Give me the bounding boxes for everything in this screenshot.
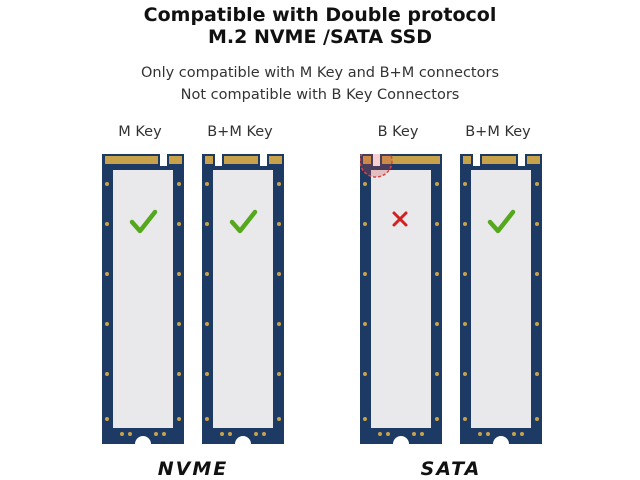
subtitle-line-2: Not compatible with B Key Connectors bbox=[180, 87, 460, 103]
ssd-component-dots bbox=[105, 182, 181, 436]
ssd-mount-notch bbox=[135, 436, 151, 444]
ssd-gold-contacts bbox=[105, 156, 182, 164]
bm-key-label-nvme: B+M Key bbox=[207, 124, 273, 140]
ssd-bm-key-sata bbox=[460, 154, 542, 444]
ssd-component-dots bbox=[205, 182, 281, 436]
ssd-bm-key-nvme bbox=[202, 154, 284, 444]
ssd-label-sticker bbox=[471, 170, 531, 428]
ssd-mount-notch bbox=[393, 436, 409, 444]
ssd-label-sticker bbox=[371, 170, 431, 428]
ssd-gold-contacts bbox=[463, 156, 540, 164]
protocol-label-nvme: NVME bbox=[157, 458, 229, 480]
ssd-m-key bbox=[102, 154, 184, 444]
ssd-mount-notch bbox=[493, 436, 509, 444]
ssd-label-sticker bbox=[213, 170, 273, 428]
ssd-mount-notch bbox=[235, 436, 251, 444]
title-line-1: Compatible with Double protocol bbox=[143, 4, 497, 26]
title-line-2: M.2 NVME /SATA SSD bbox=[207, 26, 432, 48]
ssd-component-dots bbox=[363, 182, 439, 436]
ssd-label-sticker bbox=[113, 170, 173, 428]
check-mark-icon bbox=[487, 209, 516, 234]
check-mark-icon bbox=[229, 209, 258, 234]
protocol-label-sata: SATA bbox=[420, 458, 482, 480]
ssd-component-dots bbox=[463, 182, 539, 436]
b-key-notch-highlight-circle bbox=[360, 154, 393, 178]
ssd-gold-contacts bbox=[205, 156, 282, 164]
bm-key-label-sata: B+M Key bbox=[465, 124, 531, 140]
check-mark-icon bbox=[129, 209, 158, 234]
ssd-gold-contacts bbox=[363, 156, 440, 164]
b-key-label: B Key bbox=[377, 124, 419, 140]
subtitle-line-1: Only compatible with M Key and B+M conne… bbox=[140, 65, 500, 81]
m-key-label: M Key bbox=[118, 124, 162, 140]
cross-mark-icon bbox=[392, 211, 408, 227]
ssd-b-key bbox=[360, 154, 442, 444]
